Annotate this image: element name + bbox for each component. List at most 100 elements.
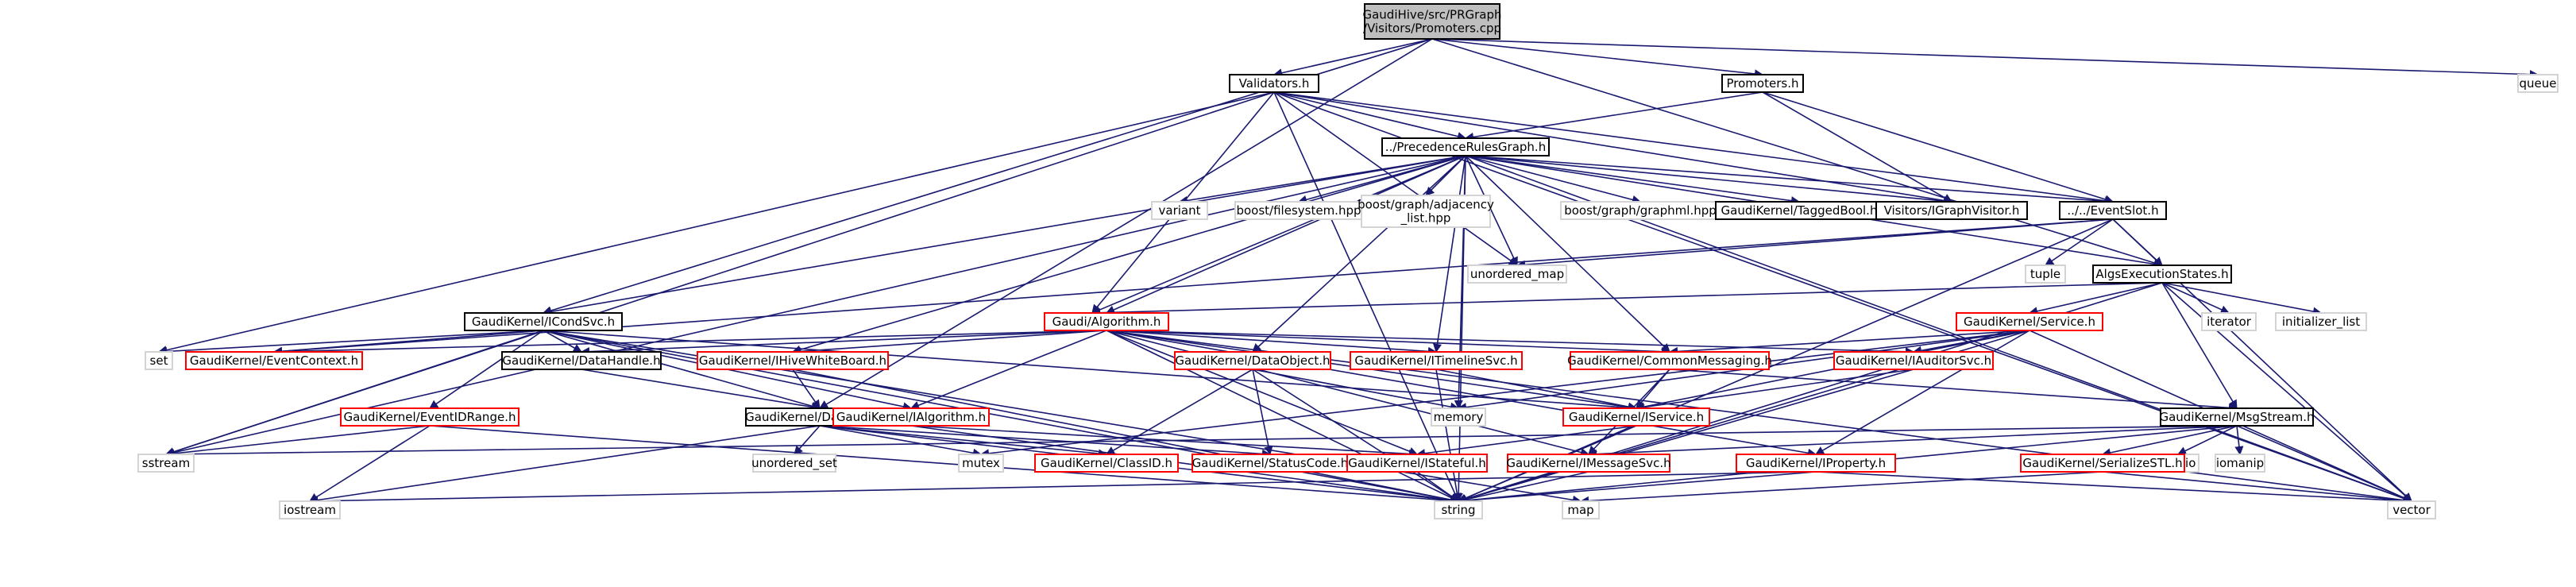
- edge-validators-to-eventslot: [1273, 91, 2114, 206]
- node-box: [1431, 407, 1486, 427]
- edge: [1252, 369, 1273, 456]
- edge: [1635, 369, 1914, 412]
- edge: [1636, 369, 1670, 409]
- node-iclassid[interactable]: GaudiKernel/ClassID.h: [1034, 454, 1179, 473]
- node-label: variant: [1159, 203, 1201, 218]
- node-sstream: sstream: [137, 454, 195, 473]
- edge: [1106, 330, 1419, 456]
- node-label: Validators.h: [1239, 76, 1310, 91]
- edge-istateful-to-string: [1416, 471, 1459, 502]
- node-msgstream[interactable]: GaudiKernel/MsgStream.h: [2159, 407, 2315, 427]
- node-validators[interactable]: Validators.h: [1229, 74, 1319, 93]
- node-initializer_list: initializer_list: [2275, 312, 2367, 331]
- edge-icondsvc-to-eventidrange: [429, 330, 544, 409]
- edge: [1106, 330, 1438, 356]
- node-label: set: [150, 353, 168, 368]
- edge-eventidrange-to-iostream: [309, 425, 431, 502]
- edge: [1273, 91, 1459, 503]
- node-box: [1721, 74, 1804, 93]
- node-box: [185, 351, 363, 370]
- edge-prg-to-ihivewb: [791, 155, 1466, 354]
- node-variant: variant: [1151, 201, 1208, 220]
- node-box: [2160, 407, 2314, 427]
- edge-validators-to-set: [157, 91, 1275, 355]
- edge-itimelinesvc-to-iservice: [1435, 369, 1638, 411]
- edge-service-to-commonmsg: [1668, 330, 2030, 356]
- edge-iauditorsvc-to-iservice: [1635, 369, 1914, 412]
- node-vector: vector: [2387, 500, 2436, 519]
- node-box: [1562, 407, 1710, 427]
- node-box: [697, 351, 889, 370]
- edge: [1091, 155, 1466, 315]
- edge-dataobjid-to-iclassid: [819, 425, 1108, 458]
- node-label: iomanip: [2216, 456, 2264, 470]
- edge: [164, 330, 544, 457]
- node-eventidrange[interactable]: GaudiKernel/EventIDRange.h: [340, 407, 519, 427]
- node-iterator: iterator: [2201, 312, 2257, 331]
- node-box: [1434, 500, 1483, 519]
- node-label: ../PrecedenceRulesGraph.h: [1385, 140, 1546, 154]
- edge: [2101, 425, 2238, 458]
- node-box: [832, 407, 990, 427]
- node-service[interactable]: GaudiKernel/Service.h: [1956, 312, 2103, 331]
- edge-ialgorithm-to-string: [910, 425, 1460, 505]
- node-icondsvc[interactable]: GaudiKernel/ICondSvc.h: [464, 312, 623, 331]
- node-box: [2059, 201, 2167, 220]
- node-box: [137, 454, 195, 473]
- node-eventslot[interactable]: ../../EventSlot.h: [2059, 201, 2167, 220]
- node-commonmsg[interactable]: GaudiKernel/CommonMessaging.h: [1567, 351, 1772, 370]
- node-label: Gaudi/Algorithm.h: [1052, 315, 1161, 329]
- node-gaudialgorithm[interactable]: Gaudi/Algorithm.h: [1044, 312, 1169, 331]
- node-box: [2215, 454, 2265, 473]
- edge: [1465, 155, 2114, 206]
- node-tuple: tuple: [2025, 265, 2066, 284]
- node-map: map: [1562, 500, 1600, 519]
- node-iservice[interactable]: GaudiKernel/IService.h: [1562, 407, 1710, 427]
- edge: [819, 425, 1108, 458]
- node-taggedbool[interactable]: GaudiKernel/TaggedBool.h: [1715, 201, 1883, 220]
- node-igraphvisitor[interactable]: Visitors/IGraphVisitor.h: [1875, 201, 2028, 220]
- node-unordered_set: unordered_set: [751, 454, 837, 473]
- node-imessagesvc[interactable]: GaudiKernel/IMessageSvc.h: [1506, 454, 1671, 473]
- edge-prg-to-taggedbool: [1465, 155, 1801, 206]
- edge-gaudialgorithm-to-string: [1106, 330, 1460, 502]
- node-box: [501, 351, 662, 370]
- node-ihivewb[interactable]: GaudiKernel/IHiveWhiteBoard.h: [697, 351, 889, 370]
- node-label: initializer_list: [2282, 315, 2360, 330]
- node-ialgorithm[interactable]: GaudiKernel/IAlgorithm.h: [832, 407, 990, 427]
- node-eventcontext[interactable]: GaudiKernel/EventContext.h: [185, 351, 363, 370]
- edge-promoters-to-eventslot: [1762, 91, 2114, 204]
- edge-ihivewb-to-dataobjid: [792, 369, 821, 409]
- edge: [1252, 155, 1466, 353]
- edge: [1273, 91, 1467, 141]
- node-istateful[interactable]: GaudiKernel/IStateful.h: [1346, 454, 1488, 473]
- node-serializestl[interactable]: GaudiKernel/SerializeSTL.h: [2020, 454, 2185, 473]
- edge: [1668, 330, 2030, 356]
- node-box: [145, 351, 173, 370]
- node-label: unordered_set: [751, 456, 837, 471]
- node-prg[interactable]: ../PrecedenceRulesGraph.h: [1381, 137, 1550, 156]
- edge-iauditorsvc-to-string: [1457, 369, 1914, 504]
- node-iproperty[interactable]: GaudiKernel/IProperty.h: [1736, 454, 1896, 473]
- node-algsexec[interactable]: AlgsExecutionStates.h: [2092, 265, 2232, 284]
- edge-root-to-queue: [1431, 38, 2539, 79]
- node-label: GaudiHive/src/PRGraph: [1362, 8, 1501, 22]
- edge: [1415, 425, 1637, 458]
- node-root[interactable]: GaudiHive/src/PRGraph/Visitors/Promoters…: [1362, 3, 1502, 40]
- node-box: [1467, 265, 1567, 284]
- edge: [2236, 425, 2413, 503]
- edge: [1106, 330, 1915, 357]
- node-iauditorsvc[interactable]: GaudiKernel/IAuditorSvc.h: [1833, 351, 1994, 370]
- node-dataobject[interactable]: GaudiKernel/DataObject.h: [1174, 351, 1331, 370]
- edge-dataobjid-to-iostream: [308, 425, 821, 505]
- edge: [1106, 369, 1253, 455]
- node-box: [1364, 3, 1500, 40]
- node-label: GaudiKernel/EventContext.h: [190, 353, 358, 368]
- node-label: GaudiKernel/DataObject.h: [1175, 353, 1330, 368]
- node-label: GaudiKernel/ICondSvc.h: [472, 315, 615, 329]
- node-statuscode[interactable]: GaudiKernel/StatusCode.h: [1191, 454, 1349, 473]
- node-itimelinesvc[interactable]: GaudiKernel/ITimelineSvc.h: [1350, 351, 1523, 370]
- node-promoters[interactable]: Promoters.h: [1721, 74, 1804, 93]
- node-datahandle[interactable]: GaudiKernel/DataHandle.h: [501, 351, 662, 370]
